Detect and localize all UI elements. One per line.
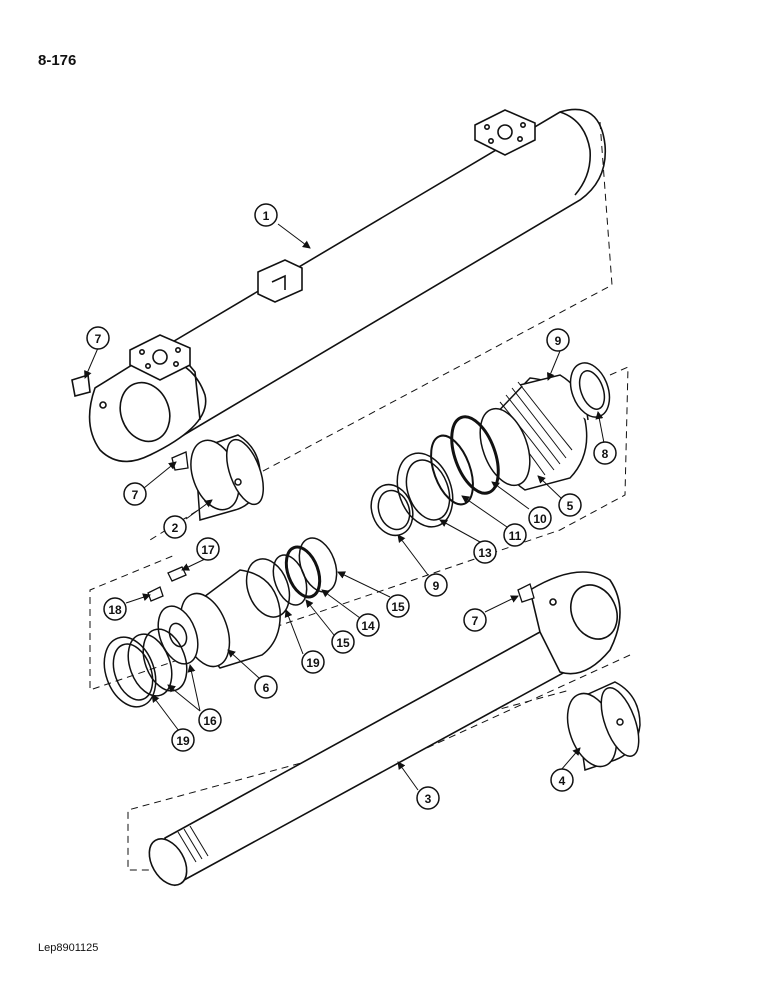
cylinder-head [479, 374, 589, 491]
callout-13: 13 [473, 540, 497, 564]
callout-10-label: 10 [533, 512, 547, 526]
callout-19b-label: 19 [176, 734, 190, 748]
callout-8-label: 8 [602, 447, 609, 461]
piston [157, 569, 281, 669]
callout-18: 18 [103, 597, 127, 621]
cylinder-barrel [71, 108, 607, 463]
callout-15b-label: 15 [336, 636, 350, 650]
callout-1: 1 [254, 203, 278, 227]
callout-17-label: 17 [201, 543, 215, 557]
callout-7b-label: 7 [132, 488, 139, 502]
backup-ring [430, 434, 474, 506]
callout-1-label: 1 [263, 209, 270, 223]
callout-8: 8 [593, 441, 617, 465]
callout-15a: 15 [386, 594, 410, 618]
rod-seal [396, 452, 454, 528]
callout-9a: 9 [546, 328, 570, 352]
callout-15a-label: 15 [391, 600, 405, 614]
callout-6: 6 [254, 675, 278, 699]
piston-rod [148, 571, 621, 887]
callout-19a: 19 [301, 650, 325, 674]
leader-lines [84, 223, 605, 791]
callout-5: 5 [558, 493, 582, 517]
page-number: 8-176 [38, 52, 77, 69]
callout-3: 3 [416, 786, 440, 810]
callout-13-label: 13 [478, 546, 492, 560]
callout-7b: 7 [123, 482, 147, 506]
assembly-guides [89, 121, 631, 871]
set-screw [147, 566, 187, 602]
callout-19a-label: 19 [306, 656, 320, 670]
wiper-seal [569, 362, 611, 418]
bearing-ring [370, 483, 414, 537]
callout-5-label: 5 [567, 499, 574, 513]
callout-14-label: 14 [361, 619, 375, 633]
callout-4: 4 [550, 768, 574, 792]
o-ring [450, 415, 500, 495]
rod-eye-bushing [566, 681, 641, 771]
callout-16-label: 16 [203, 714, 217, 728]
drawing-reference: Lep8901125 [38, 942, 99, 954]
callout-9a-label: 9 [555, 334, 562, 348]
callout-16: 16 [198, 708, 222, 732]
callout-7a-label: 7 [95, 332, 102, 346]
callout-2-label: 2 [172, 521, 179, 535]
callout-10: 10 [528, 506, 552, 530]
callout-11-label: 11 [509, 529, 522, 543]
callout-19b: 19 [171, 728, 195, 752]
callout-7a: 7 [86, 326, 110, 350]
callout-2: 2 [163, 515, 187, 539]
callout-7c-label: 7 [472, 614, 479, 628]
callout-9b-label: 9 [433, 579, 440, 593]
callout-9b: 9 [424, 573, 448, 597]
callout-14: 14 [356, 613, 380, 637]
callout-4-label: 4 [559, 774, 566, 788]
callout-7c: 7 [463, 608, 487, 632]
callout-6-label: 6 [263, 681, 270, 695]
callout-3-label: 3 [425, 792, 432, 806]
bushing [190, 434, 265, 521]
callout-15b: 15 [331, 630, 355, 654]
callout-17: 17 [196, 537, 220, 561]
callout-18-label: 18 [108, 603, 122, 617]
callout-11: 11 [503, 523, 527, 547]
